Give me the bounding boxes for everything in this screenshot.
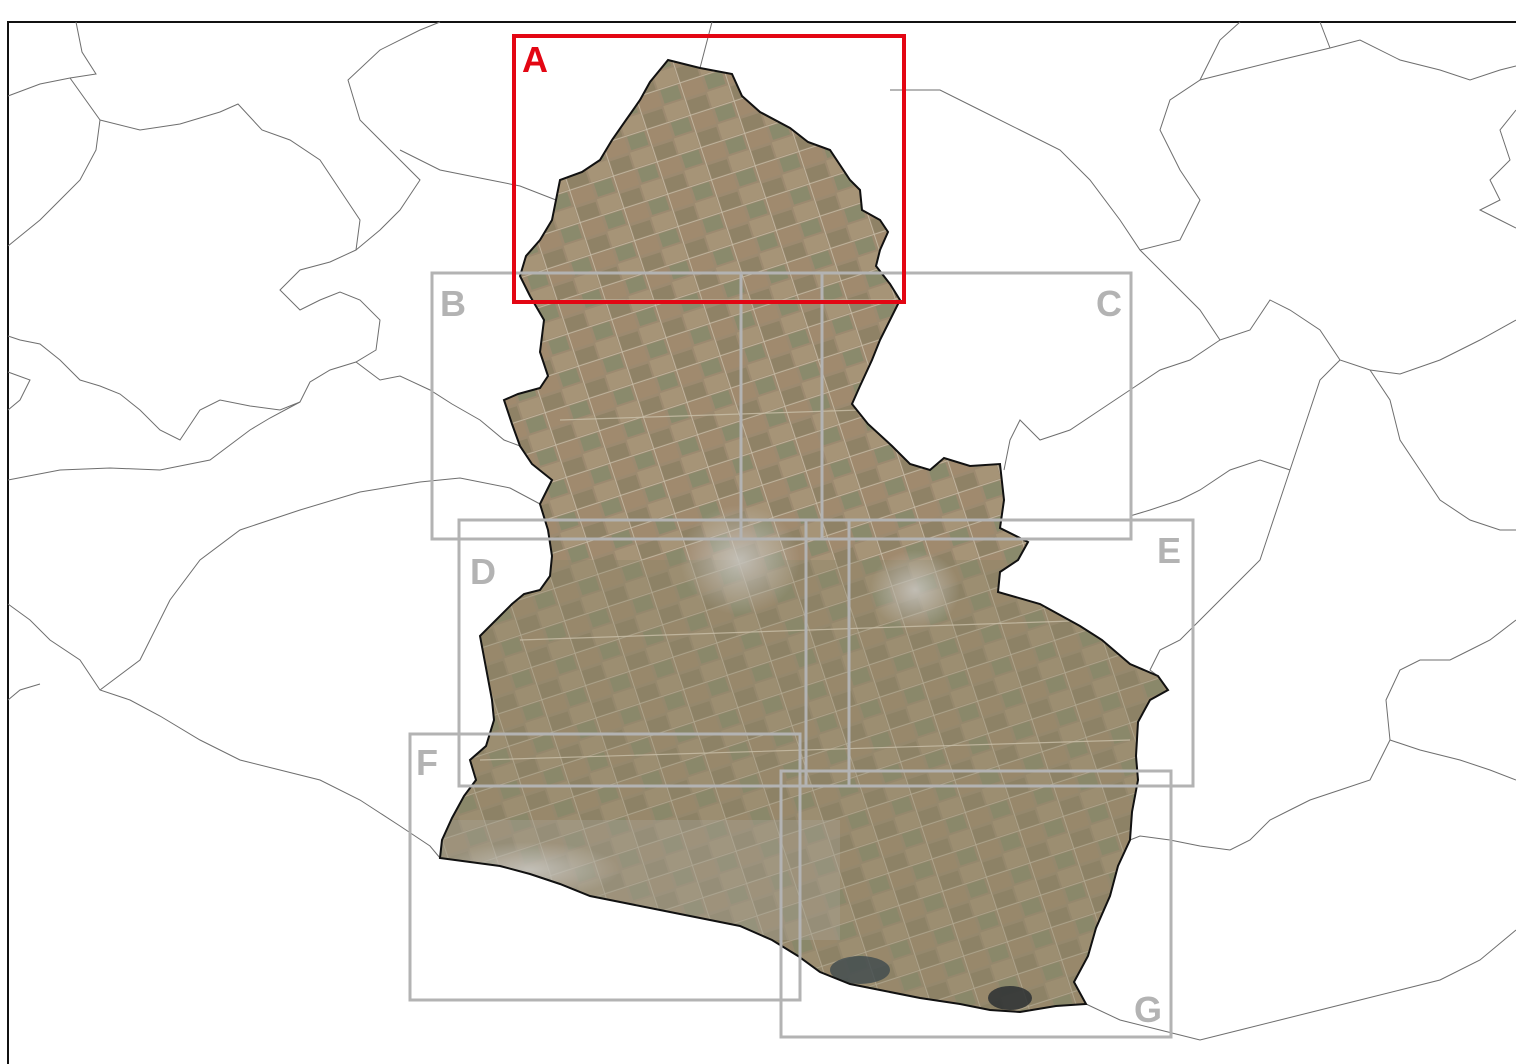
sheet-label-g: G: [1134, 989, 1162, 1030]
neighbor-boundaries: [7, 21, 1516, 1041]
sheet-label-c: C: [1096, 283, 1122, 324]
sheet-index: [408, 271, 1195, 1039]
sheet-e-frame[interactable]: [804, 518, 1195, 788]
sheet-label-e: E: [1157, 530, 1181, 571]
sheet-label-f: F: [416, 742, 438, 783]
sheet-d-frame[interactable]: [457, 518, 851, 788]
sheet-label-a: A: [522, 39, 548, 80]
sheet-a-frame[interactable]: [512, 34, 906, 304]
map-frame: [7, 21, 1516, 1064]
sheet-label-b: B: [440, 283, 466, 324]
sheet-c-frame[interactable]: [739, 271, 1133, 541]
sheet-f-frame[interactable]: [408, 732, 802, 1002]
sheet-g-frame[interactable]: [779, 769, 1173, 1039]
sheet-b-frame[interactable]: [430, 271, 824, 541]
sheet-label-d: D: [470, 551, 496, 592]
municipal-boundary: [438, 58, 1170, 1014]
